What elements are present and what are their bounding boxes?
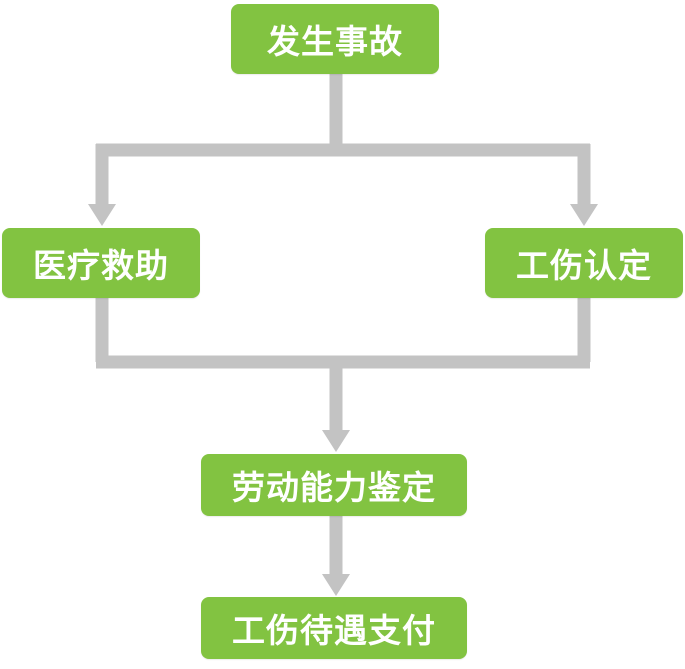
- node-accident: 发生事故: [231, 4, 439, 74]
- arrowhead-to-injury: [570, 204, 598, 226]
- arrowhead-to-medical: [88, 204, 116, 226]
- node-labor-capacity-appraisal: 劳动能力鉴定: [201, 454, 467, 516]
- arrowhead-to-benefits: [322, 574, 350, 596]
- node-injury-recognition: 工伤认定: [485, 228, 683, 298]
- arrowhead-to-labor: [322, 430, 350, 452]
- node-medical-rescue: 医疗救助: [2, 228, 200, 298]
- node-benefit-payment: 工伤待遇支付: [201, 597, 467, 659]
